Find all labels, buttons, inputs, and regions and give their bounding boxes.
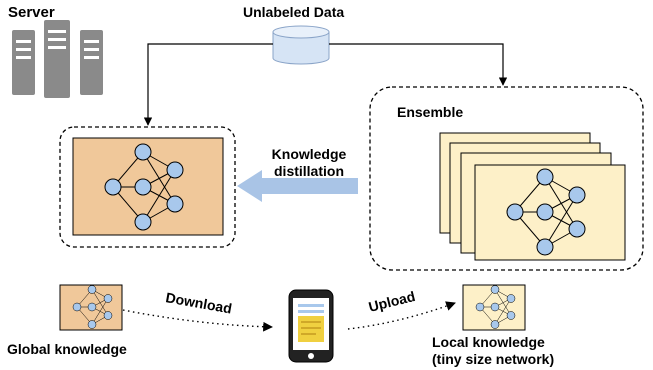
database-icon [272,25,330,65]
upload-path [347,301,456,330]
server-icon [12,20,103,98]
download-path [122,309,273,332]
ensemble-label: Ensemble [397,104,463,120]
local-knowledge-label-line1: Local knowledge [432,334,545,350]
ensemble-container [369,86,644,271]
global-model-container [59,126,236,248]
download-label: Download [164,289,233,316]
distillation-label-line2: distillation [274,163,344,179]
data-to-ensemble-arrow [329,43,508,86]
unlabeled-data-label: Unlabeled Data [243,4,344,20]
local-knowledge-label-line2: (tiny size network) [432,351,554,367]
data-to-server-arrow [143,43,273,126]
smartphone-icon [288,289,334,363]
distillation-label-line1: Knowledge [272,146,347,162]
server-label: Server [8,4,55,21]
upload-label: Upload [367,288,417,315]
global-knowledge-label: Global knowledge [7,341,127,357]
ensemble-models [439,132,626,261]
distillation-arrow [237,170,358,202]
